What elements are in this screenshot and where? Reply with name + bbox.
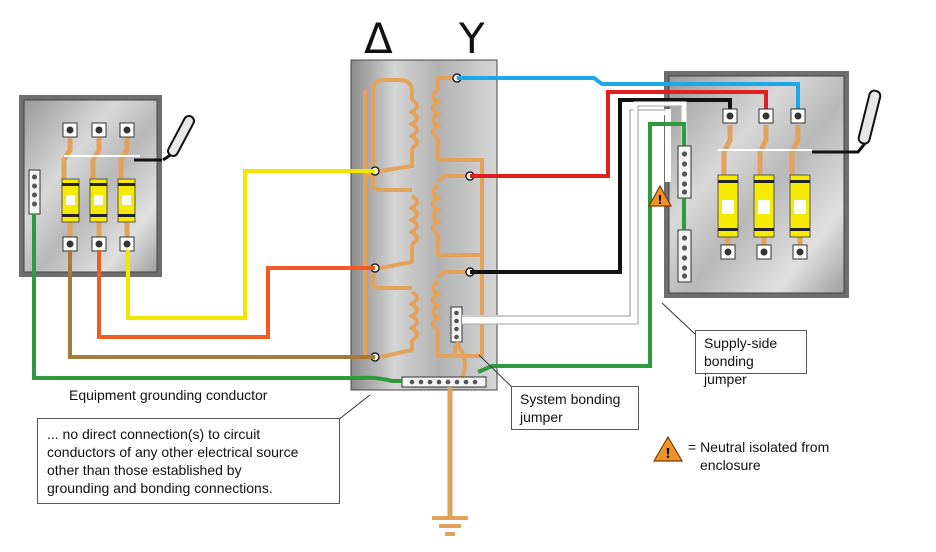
wire-brown [68,250,375,359]
wye-symbol: Y [459,14,485,63]
right-ground-bar [677,229,692,283]
legend-text: = Neutral isolated from enclosure [688,438,829,474]
right-terminals [720,108,808,260]
transformer-enclosure [350,59,498,391]
left-terminals [62,122,135,252]
delta-primary-winding [363,78,419,359]
system-bonding-label-line1: System bonding [520,391,621,407]
left-disconnect-handle[interactable] [162,114,196,162]
wire-black [470,98,732,274]
legend-text-line1: = Neutral isolated from [688,439,830,455]
wire-left-green [32,214,402,383]
note-line-4: grounding and bonding connections. [47,480,273,496]
wire-blue [457,76,800,110]
neutral-isolated-warning-icon: ! [647,184,673,207]
wire-neutral-white [462,101,687,325]
callout-leaders [337,302,696,421]
note-line-1: ... no direct connection(s) to circuit [47,426,261,442]
note-line-2: conductors of any other electrical sourc… [47,444,299,460]
right-disconnect-enclosure [664,71,849,298]
right-neutral-bar [677,145,692,199]
wire-supply-side-bonding-outline [462,109,666,317]
note-box: ... no direct connection(s) to circuit c… [37,418,340,504]
ground-symbol-icon [432,516,468,536]
left-fuse-block [61,138,140,240]
legend-text-line2: enclosure [700,457,761,473]
supply-side-bonding-jumper-callout: Supply-side bonding jumper [695,330,807,387]
transformer-neutral-bar [450,306,463,343]
left-neutral-bar [28,169,41,215]
note-line-3: other than those established by [47,462,242,478]
wire-neutral-outline [462,105,682,325]
delta-symbol: Δ [364,14,393,63]
supply-side-label-line2: bonding jumper [704,353,754,387]
system-bonding-jumper-callout: System bonding jumper [511,386,639,430]
wye-secondary-winding [431,76,484,358]
wire-orange [97,250,375,339]
right-disconnect-handle[interactable] [844,89,882,154]
wire-right-green [477,122,686,374]
wire-supply-side-bonding-white [462,109,671,321]
legend-warning-icon: ! [652,435,684,462]
svg-text:!: ! [657,193,662,207]
wire-red [470,90,768,178]
right-fuse-block [717,125,844,248]
transformer-ground-bar [401,376,487,388]
system-bonding-label-line2: jumper [520,409,563,425]
system-bonding-jumper [454,340,467,379]
supply-side-label-line1: Supply-side [704,335,778,351]
svg-text:!: ! [665,447,671,462]
wire-yellow [126,169,375,320]
equipment-grounding-conductor-label: Equipment grounding conductor [69,387,268,403]
